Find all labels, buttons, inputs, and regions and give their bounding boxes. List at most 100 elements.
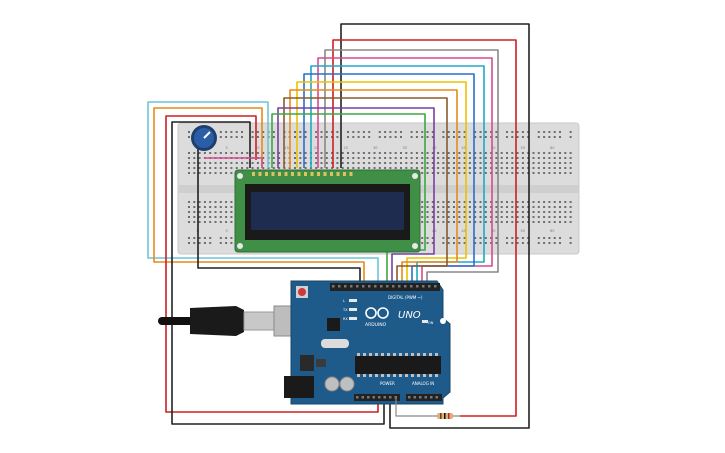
lcd-pin [297, 172, 301, 176]
power-pin [367, 396, 370, 399]
chip-pin [375, 374, 378, 377]
analog-pin [430, 396, 433, 399]
lcd-screen [251, 192, 404, 230]
chip-pin [435, 353, 438, 356]
tx-label: TX [342, 308, 348, 312]
digital-pin [410, 285, 413, 288]
lcd-pin [278, 172, 281, 176]
column-mark: 45 [462, 146, 466, 150]
analog-pin [408, 396, 411, 399]
wire-pink [317, 57, 493, 286]
resistor [432, 413, 460, 419]
atmega-chip [355, 356, 441, 374]
column-mark: 30 [373, 146, 377, 150]
arduino-logo-icon [365, 307, 389, 319]
digital-pin [374, 285, 377, 288]
digital-pin [434, 285, 437, 288]
chip-pin [369, 353, 372, 356]
chip-pin [381, 374, 384, 377]
wire-brown [283, 97, 448, 286]
power-pin [378, 396, 381, 399]
lcd-pin-header [252, 172, 353, 176]
chip-pin [435, 374, 438, 377]
power-pin [394, 396, 397, 399]
chip-pins [357, 353, 438, 377]
chip-pin [393, 353, 396, 356]
digital-pin-header [332, 285, 437, 288]
chip-pin [429, 353, 432, 356]
wire-gray [324, 49, 499, 286]
chip-pin [399, 374, 402, 377]
lcd-pin [336, 172, 340, 176]
chip-pin [387, 374, 390, 377]
wire-black-left [171, 121, 385, 425]
chip-pin [423, 353, 426, 356]
arduino-brand-text: ARDUINO [365, 322, 387, 328]
column-mark: 45 [462, 229, 466, 233]
digital-header-label: DIGITAL (PWM ~) [388, 295, 423, 300]
digital-pin [422, 285, 425, 288]
column-mark: 1 [196, 229, 198, 233]
chip-pin [381, 353, 384, 356]
digital-pin [386, 285, 389, 288]
lcd-pin [271, 172, 275, 176]
wire-orange-left [153, 107, 365, 286]
power-label: POWER [380, 381, 395, 386]
chip-pin [411, 374, 414, 377]
power-pin [361, 396, 364, 399]
digital-pin [398, 285, 401, 288]
chip-pin [369, 374, 372, 377]
rx-label: RX [343, 317, 348, 321]
chip-pin [363, 353, 366, 356]
digital-pin [338, 285, 341, 288]
usb-cable [158, 305, 313, 337]
lcd-pin [258, 172, 262, 176]
column-mark: 25 [344, 146, 348, 150]
wire-pink-pot [204, 157, 263, 168]
lcd-pin [310, 172, 314, 176]
lcd-pin [343, 172, 346, 176]
column-mark: 60 [550, 229, 554, 233]
lcd-pin [252, 172, 255, 176]
column-mark: 5 [226, 146, 228, 150]
wire-black-outer [340, 23, 530, 429]
wires [147, 23, 530, 429]
chip-pin [387, 353, 390, 356]
power-pin [389, 396, 392, 399]
digital-pin [428, 285, 431, 288]
analog-pin [413, 396, 416, 399]
l-label: L [343, 299, 345, 303]
wire-green [271, 113, 426, 286]
chip-pin [429, 374, 432, 377]
chip-pin [405, 353, 408, 356]
analog-pin [424, 396, 427, 399]
analog-pin [435, 396, 438, 399]
digital-pin [356, 285, 359, 288]
uno-logo-text: UNO [398, 310, 421, 321]
digital-pin [416, 285, 419, 288]
potentiometer[interactable] [191, 125, 217, 151]
column-mark: 55 [521, 229, 525, 233]
chip-pin [399, 353, 402, 356]
column-mark: 50 [491, 146, 495, 150]
lcd-module [234, 169, 421, 253]
chip-pin [375, 353, 378, 356]
power-analog-pin-header [356, 396, 438, 399]
column-mark: 15 [285, 146, 289, 150]
lcd-pin [317, 172, 320, 176]
chip-pin [411, 353, 414, 356]
analog-in-label: ANALOG IN [412, 381, 434, 386]
chip-pin [417, 353, 420, 356]
column-mark: 35 [403, 146, 407, 150]
chip-pin [423, 374, 426, 377]
chip-pin [405, 374, 408, 377]
digital-pin [350, 285, 353, 288]
digital-pin [368, 285, 371, 288]
digital-pin [344, 285, 347, 288]
digital-pin [392, 285, 395, 288]
column-mark: 20 [314, 146, 318, 150]
lcd-pin [304, 172, 307, 176]
digital-pin [362, 285, 365, 288]
wire-black-pot [197, 148, 361, 286]
